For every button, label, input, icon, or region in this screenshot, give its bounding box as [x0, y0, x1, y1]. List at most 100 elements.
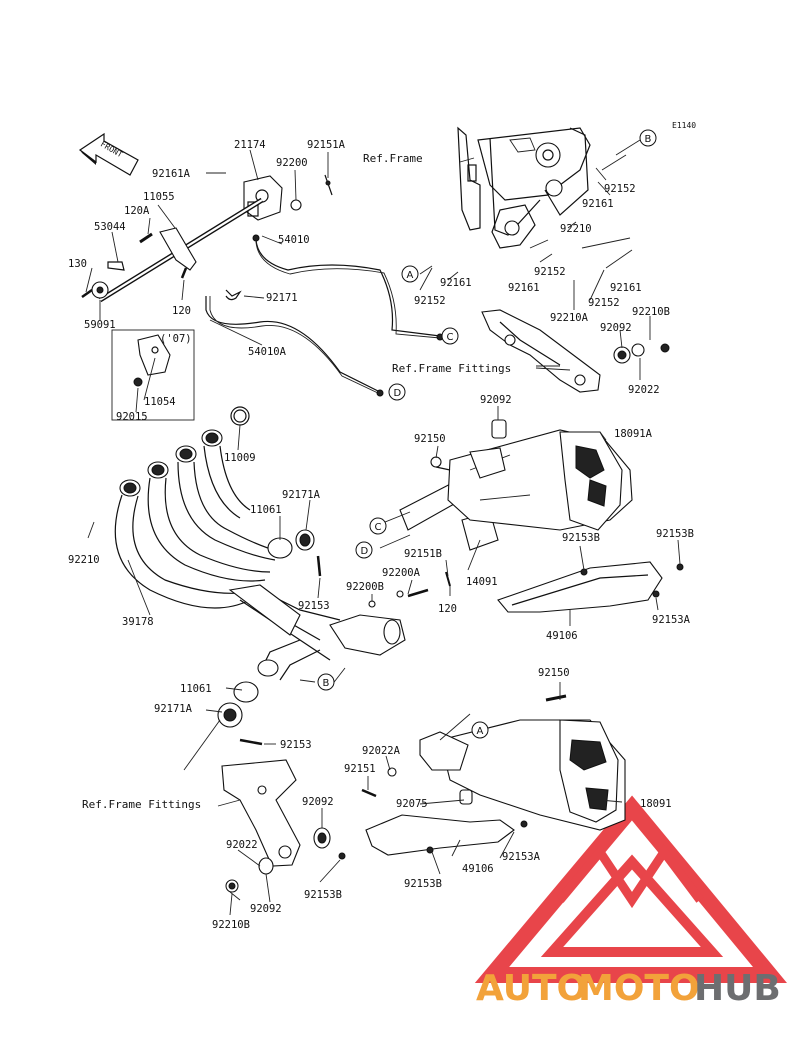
leader-lines — [85, 139, 681, 916]
part-label: 92200 — [276, 157, 308, 169]
callout-circle-c-mid: C — [369, 517, 387, 535]
part-label: 92153 — [280, 739, 312, 751]
part-label: 92015 — [116, 411, 148, 423]
part-label: 120 — [438, 603, 457, 615]
callout-circle-a-top: A — [401, 265, 419, 283]
part-label: 92210A — [550, 312, 589, 324]
diagram-code: E1140 — [672, 121, 696, 130]
callout-circle-b-top: B — [639, 129, 657, 147]
part-label: 92150 — [414, 433, 446, 445]
svg-text:A: A — [407, 270, 414, 281]
svg-text:D: D — [361, 546, 369, 557]
exhaust-valve-actuator-assembly — [81, 174, 333, 303]
part-label: 92151 — [344, 763, 376, 775]
heat-cover-49106-right — [497, 561, 684, 613]
frame-fitting-bracket-right — [481, 309, 670, 393]
part-label: 92210B — [212, 919, 250, 931]
exhaust-valve-cables — [205, 234, 444, 397]
part-label: 92171 — [266, 292, 298, 304]
callout-circle-d-top: D — [388, 383, 406, 401]
part-label: 92022A — [362, 745, 401, 757]
part-label: 92092 — [250, 903, 282, 915]
gasket-clamp-lower — [217, 681, 263, 746]
part-label: 92153A — [652, 614, 691, 626]
part-label: 92152 — [534, 266, 566, 278]
automotohub-watermark-text: AUTO MOTO HUB — [476, 968, 781, 1009]
exhaust-header-pipes — [114, 429, 406, 681]
part-label: 18091 — [640, 798, 672, 810]
part-label: 21174 — [234, 139, 266, 151]
callout-circle-a-bottom: A — [471, 721, 489, 739]
part-number-labels: 21174 92151A 92161A 92200 11055 120A 530… — [68, 139, 694, 931]
part-label: 92210 — [560, 223, 592, 235]
part-label: 92151A — [307, 139, 346, 151]
part-label: 14091 — [466, 576, 498, 588]
part-label: 92092 — [600, 322, 632, 334]
svg-text:B: B — [645, 134, 652, 145]
part-label: 92153 — [298, 600, 330, 612]
part-label: 54010A — [248, 346, 287, 358]
part-label: 130 — [68, 258, 87, 270]
part-label: 49106 — [462, 863, 494, 875]
callout-circle-b-mid: B — [317, 673, 335, 691]
gasket-11009 — [230, 406, 250, 426]
part-label: 92200A — [382, 567, 421, 579]
svg-text:A: A — [477, 726, 484, 737]
svg-text:D: D — [394, 388, 402, 399]
muffler-right — [430, 419, 633, 531]
part-label: 92092 — [302, 796, 334, 808]
part-label: 92171A — [154, 703, 193, 715]
part-label: 49106 — [546, 630, 578, 642]
part-label: 92161 — [582, 198, 614, 210]
part-label: 92022 — [628, 384, 660, 396]
heat-cover-49106-left — [313, 814, 528, 860]
part-label: 92092 — [480, 394, 512, 406]
part-label: 92161A — [152, 168, 191, 180]
part-label: 11054 — [144, 396, 176, 408]
ref-frame-fittings-bottom-label: Ref.Frame Fittings — [82, 798, 201, 811]
part-label: 92161 — [610, 282, 642, 294]
part-label: 92152 — [604, 183, 636, 195]
watermark-text-hub: HUB — [694, 968, 781, 1009]
bracket-11054-variant — [111, 329, 195, 421]
part-label: 92161 — [440, 277, 472, 289]
svg-text:C: C — [375, 522, 382, 533]
frame-fitting-bracket-left — [221, 759, 301, 893]
frame-drawing — [457, 126, 591, 249]
part-label: 54010 — [278, 234, 310, 246]
part-label: 92151B — [404, 548, 442, 560]
part-label: 92200B — [346, 581, 384, 593]
watermark-text-auto: AUTO — [476, 968, 587, 1009]
front-direction-arrow: FRONT — [78, 132, 139, 176]
automotohub-watermark-logo — [474, 795, 787, 983]
year-note: ('07) — [160, 333, 192, 345]
ref-frame-label: Ref.Frame — [363, 152, 423, 165]
part-label: 39178 — [122, 616, 154, 628]
svg-text:C: C — [447, 332, 454, 343]
part-label: 11061 — [180, 683, 212, 695]
part-label: 120A — [124, 205, 150, 217]
part-label: 92171A — [282, 489, 321, 501]
part-label: 59091 — [84, 319, 116, 331]
part-label: 92153B — [562, 532, 600, 544]
part-label: 92153A — [502, 851, 541, 863]
part-label: 92075 — [396, 798, 428, 810]
part-label: 92152 — [588, 297, 620, 309]
part-label: 92153B — [304, 889, 342, 901]
ref-frame-fittings-top-label: Ref.Frame Fittings — [392, 362, 511, 375]
part-label: 92153B — [404, 878, 442, 890]
watermark-text-moto: MOTO — [578, 968, 700, 1009]
part-label: 53044 — [94, 221, 126, 233]
part-label: 92210 — [68, 554, 100, 566]
part-label: 92153B — [656, 528, 694, 540]
callout-circle-d-mid: D — [355, 541, 373, 559]
part-label: 92161 — [508, 282, 540, 294]
part-label: 11061 — [250, 504, 282, 516]
part-label: 18091A — [614, 428, 653, 440]
part-label: 92022 — [226, 839, 258, 851]
gasket-clamp-mid — [267, 529, 322, 577]
svg-text:B: B — [323, 678, 330, 689]
part-label: 120 — [172, 305, 191, 317]
part-label: 92152 — [414, 295, 446, 307]
